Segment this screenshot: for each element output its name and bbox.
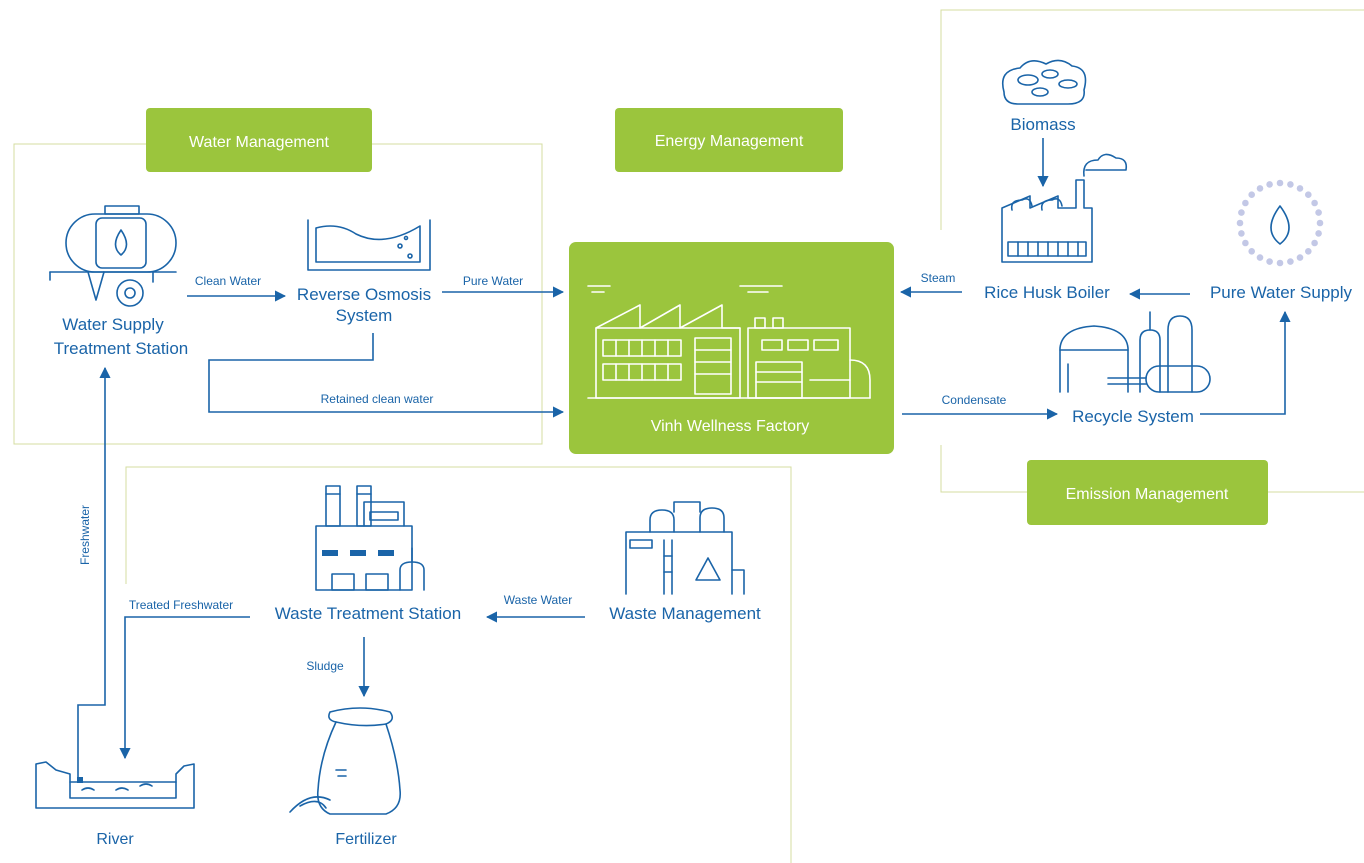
dot-ring-dot xyxy=(1311,199,1318,207)
factory-label: Vinh Wellness Factory xyxy=(651,418,810,435)
river-icon xyxy=(35,761,195,809)
pure-water-flow-label: Pure Water xyxy=(463,274,523,288)
dot-ring-dot xyxy=(1296,254,1304,261)
waste-region xyxy=(125,466,792,863)
water-management-region xyxy=(13,143,543,445)
dot-ring-dot xyxy=(1242,239,1249,247)
dot-ring-dot xyxy=(1238,209,1245,216)
pure-water-icon xyxy=(1236,179,1324,267)
dot-ring-dot xyxy=(1236,219,1244,227)
dot-ring-dot xyxy=(1276,179,1284,187)
dot-ring-dot xyxy=(1315,209,1322,216)
energy-management-tag: Energy Management xyxy=(615,108,843,172)
pure-water-label: Pure Water Supply xyxy=(1210,283,1353,302)
steam-label: Steam xyxy=(921,271,956,285)
flow-arrows xyxy=(77,138,1291,778)
dot-ring-dot xyxy=(1276,259,1284,267)
waste-management-icon xyxy=(625,501,745,595)
freshwater-arrow xyxy=(77,366,111,778)
svg-text:Water Management: Water Management xyxy=(189,134,329,151)
recycle-to-pure-water-arrow xyxy=(1200,310,1291,415)
retained-water-arrow xyxy=(208,333,565,418)
dot-ring-dot xyxy=(1242,199,1249,207)
recycle-label: Recycle System xyxy=(1072,407,1194,426)
emission-management-tag: Emission Management xyxy=(1027,460,1268,525)
fertilizer-label: Fertilizer xyxy=(335,831,397,848)
treated-freshwater-label: Treated Freshwater xyxy=(129,598,233,612)
factory-node: Vinh Wellness Factory xyxy=(569,242,894,454)
water-supply-label: Water Supply xyxy=(62,315,164,334)
clean-water-label: Clean Water xyxy=(195,274,261,288)
dot-ring-dot xyxy=(1238,230,1245,237)
ro-label-2: System xyxy=(336,306,393,325)
waste-treatment-label: Waste Treatment Station xyxy=(275,604,461,623)
dot-ring-dot xyxy=(1256,185,1264,192)
emission-region xyxy=(940,9,1364,493)
condensate-label: Condensate xyxy=(942,393,1007,407)
dot-ring-dot xyxy=(1305,191,1312,198)
recycle-system-icon xyxy=(1059,311,1211,393)
river-label: River xyxy=(96,831,134,848)
biomass-label: Biomass xyxy=(1010,115,1075,134)
treated-freshwater-arrow xyxy=(119,616,250,760)
dot-ring-dot xyxy=(1248,248,1255,255)
svg-text:Emission Management: Emission Management xyxy=(1066,486,1229,503)
dot-ring-dot xyxy=(1256,254,1264,261)
dot-ring-dot xyxy=(1266,258,1273,265)
fertilizer-sack-icon xyxy=(289,707,402,815)
boiler-label: Rice Husk Boiler xyxy=(984,283,1110,302)
freshwater-label: Freshwater xyxy=(78,505,92,565)
dot-ring-dot xyxy=(1316,219,1324,227)
waste-treatment-icon xyxy=(315,485,425,591)
dot-ring-dot xyxy=(1248,191,1255,198)
waste-water-label: Waste Water xyxy=(504,593,572,607)
svg-text:Energy Management: Energy Management xyxy=(655,133,804,150)
dot-ring-dot xyxy=(1266,181,1273,188)
dot-ring-dot xyxy=(1287,181,1294,188)
dot-ring-dot xyxy=(1311,239,1318,247)
biomass-icon xyxy=(1001,59,1087,105)
boiler-icon xyxy=(1001,153,1128,263)
dot-ring-dot xyxy=(1296,185,1304,192)
reverse-osmosis-icon xyxy=(307,219,431,271)
water-tank-icon xyxy=(49,205,177,307)
dot-ring-dot xyxy=(1305,248,1312,255)
factory-icon xyxy=(587,285,871,399)
dot-ring-dot xyxy=(1287,258,1294,265)
water-supply-label-2: Treatment Station xyxy=(54,339,189,358)
retained-water-label: Retained clean water xyxy=(321,392,434,406)
dot-ring-dot xyxy=(1315,230,1322,237)
waste-management-label: Waste Management xyxy=(609,604,761,623)
sludge-label: Sludge xyxy=(306,659,344,673)
water-management-tag: Water Management xyxy=(146,108,372,172)
ro-label: Reverse Osmosis xyxy=(297,285,431,304)
